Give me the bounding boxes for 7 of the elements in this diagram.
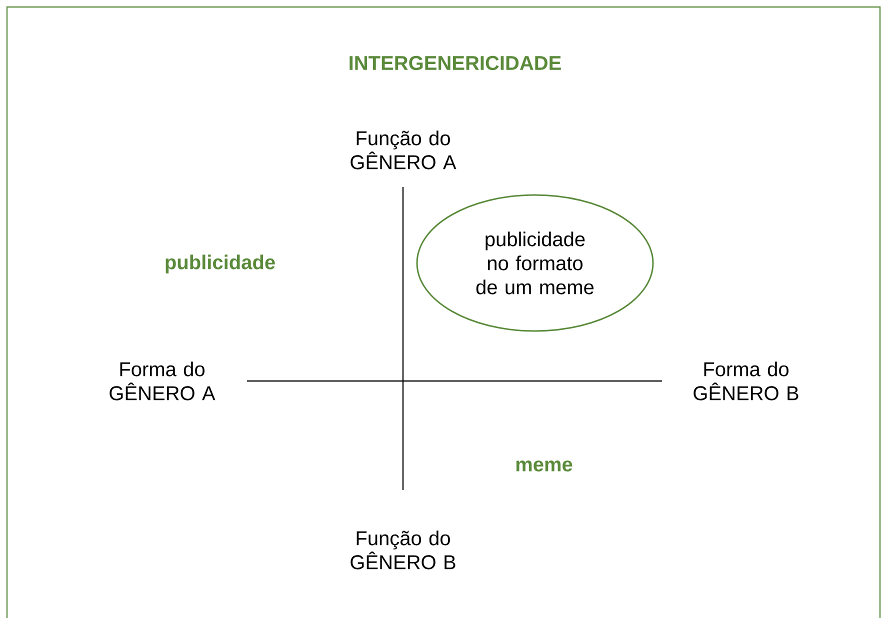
quadrant-label: meme	[516, 460, 572, 472]
quadrant-label: publicidade	[166, 254, 275, 274]
axis-label: Função do GÊNERO A	[350, 130, 456, 170]
axis-label: Função do GÊNERO B	[350, 530, 456, 570]
axis-label: Forma do GÊNERO B	[694, 362, 798, 400]
title: INTERGENERICIDADE	[350, 56, 561, 70]
axis-label: Forma do GÊNERO A	[110, 362, 216, 400]
